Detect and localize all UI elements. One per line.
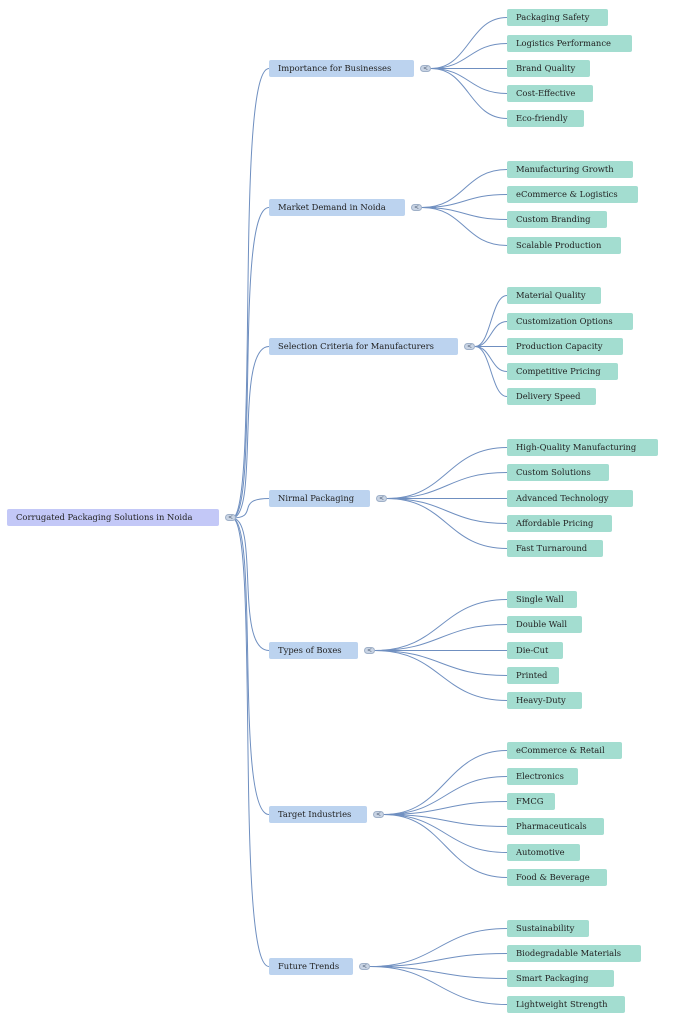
leaf-node-lightweight-strength[interactable]: Lightweight Strength <box>507 996 625 1013</box>
link-market-demand-in-noida-to-ecommerce-and-logistics <box>421 194 508 208</box>
link-importance-for-businesses-to-packaging-safety <box>430 17 508 69</box>
leaf-node-automotive[interactable]: Automotive <box>507 844 580 861</box>
link-types-of-boxes-to-double-wall <box>374 624 508 651</box>
link-selection-criteria-for-manufacturers-to-customization-options <box>474 321 508 347</box>
leaf-node-printed[interactable]: Printed <box>507 667 559 684</box>
leaf-node-customization-options[interactable]: Customization Options <box>507 313 633 330</box>
leaf-node-pharmaceuticals[interactable]: Pharmaceuticals <box>507 818 604 835</box>
collapse-toggle-target-industries[interactable]: < <box>373 811 384 818</box>
link-selection-criteria-for-manufacturers-to-material-quality <box>474 295 508 347</box>
leaf-node-eco-friendly[interactable]: Eco-friendly <box>507 110 584 127</box>
root-node[interactable]: Corrugated Packaging Solutions in Noida <box>7 509 219 526</box>
leaf-node-delivery-speed[interactable]: Delivery Speed <box>507 388 596 405</box>
link-target-industries-to-food-and-beverage <box>383 814 508 878</box>
leaf-node-ecommerce-and-logistics[interactable]: eCommerce & Logistics <box>507 186 638 203</box>
link-root-to-future-trends <box>231 517 270 967</box>
branch-node-future-trends[interactable]: Future Trends <box>269 958 353 975</box>
link-future-trends-to-lightweight-strength <box>369 966 508 1005</box>
leaf-node-custom-solutions[interactable]: Custom Solutions <box>507 464 609 481</box>
link-selection-criteria-for-manufacturers-to-competitive-pricing <box>474 346 508 372</box>
branch-node-nirmal-packaging[interactable]: Nirmal Packaging <box>269 490 370 507</box>
link-future-trends-to-sustainability <box>369 928 508 967</box>
collapse-toggle-nirmal-packaging[interactable]: < <box>376 495 387 502</box>
branch-node-market-demand-in-noida[interactable]: Market Demand in Noida <box>269 199 405 216</box>
link-nirmal-packaging-to-fast-turnaround <box>386 498 508 549</box>
link-target-industries-to-fmcg <box>383 801 508 815</box>
link-market-demand-in-noida-to-custom-branding <box>421 207 508 220</box>
link-future-trends-to-biodegradable-materials <box>369 953 508 967</box>
leaf-node-biodegradable-materials[interactable]: Biodegradable Materials <box>507 945 641 962</box>
leaf-node-cost-effective[interactable]: Cost-Effective <box>507 85 593 102</box>
leaf-node-fast-turnaround[interactable]: Fast Turnaround <box>507 540 603 557</box>
collapse-toggle-market-demand-in-noida[interactable]: < <box>411 204 422 211</box>
link-importance-for-businesses-to-cost-effective <box>430 68 508 94</box>
leaf-node-sustainability[interactable]: Sustainability <box>507 920 589 937</box>
link-nirmal-packaging-to-high-quality-manufacturing <box>386 447 508 499</box>
link-target-industries-to-electronics <box>383 776 508 815</box>
collapse-toggle-types-of-boxes[interactable]: < <box>364 647 375 654</box>
branch-node-types-of-boxes[interactable]: Types of Boxes <box>269 642 358 659</box>
leaf-node-logistics-performance[interactable]: Logistics Performance <box>507 35 632 52</box>
leaf-node-double-wall[interactable]: Double Wall <box>507 616 582 633</box>
leaf-node-smart-packaging[interactable]: Smart Packaging <box>507 970 614 987</box>
leaf-node-custom-branding[interactable]: Custom Branding <box>507 211 607 228</box>
link-root-to-importance-for-businesses <box>231 68 270 519</box>
branch-node-selection-criteria-for-manufacturers[interactable]: Selection Criteria for Manufacturers <box>269 338 458 355</box>
leaf-node-heavy-duty[interactable]: Heavy-Duty <box>507 692 582 709</box>
leaf-node-single-wall[interactable]: Single Wall <box>507 591 577 608</box>
leaf-node-fmcg[interactable]: FMCG <box>507 793 555 810</box>
link-root-to-selection-criteria-for-manufacturers <box>231 346 270 519</box>
leaf-node-electronics[interactable]: Electronics <box>507 768 578 785</box>
link-nirmal-packaging-to-affordable-pricing <box>386 498 508 524</box>
leaf-node-competitive-pricing[interactable]: Competitive Pricing <box>507 363 618 380</box>
link-target-industries-to-ecommerce-and-retail <box>383 750 508 815</box>
leaf-node-affordable-pricing[interactable]: Affordable Pricing <box>507 515 612 532</box>
link-nirmal-packaging-to-custom-solutions <box>386 472 508 499</box>
link-target-industries-to-pharmaceuticals <box>383 814 508 827</box>
leaf-node-material-quality[interactable]: Material Quality <box>507 287 601 304</box>
link-types-of-boxes-to-heavy-duty <box>374 650 508 701</box>
link-root-to-types-of-boxes <box>231 517 270 651</box>
branch-node-importance-for-businesses[interactable]: Importance for Businesses <box>269 60 414 77</box>
leaf-node-scalable-production[interactable]: Scalable Production <box>507 237 621 254</box>
link-target-industries-to-automotive <box>383 814 508 853</box>
leaf-node-die-cut[interactable]: Die-Cut <box>507 642 563 659</box>
link-root-to-market-demand-in-noida <box>231 207 270 519</box>
link-market-demand-in-noida-to-scalable-production <box>421 207 508 246</box>
link-root-to-nirmal-packaging <box>231 498 270 519</box>
leaf-node-brand-quality[interactable]: Brand Quality <box>507 60 590 77</box>
collapse-toggle-root[interactable]: < <box>225 514 236 521</box>
leaf-node-high-quality-manufacturing[interactable]: High-Quality Manufacturing <box>507 439 658 456</box>
leaf-node-ecommerce-and-retail[interactable]: eCommerce & Retail <box>507 742 622 759</box>
link-importance-for-businesses-to-eco-friendly <box>430 68 508 119</box>
branch-node-target-industries[interactable]: Target Industries <box>269 806 367 823</box>
collapse-toggle-future-trends[interactable]: < <box>359 963 370 970</box>
leaf-node-manufacturing-growth[interactable]: Manufacturing Growth <box>507 161 633 178</box>
link-types-of-boxes-to-single-wall <box>374 599 508 651</box>
link-future-trends-to-smart-packaging <box>369 966 508 979</box>
leaf-node-food-and-beverage[interactable]: Food & Beverage <box>507 869 607 886</box>
leaf-node-packaging-safety[interactable]: Packaging Safety <box>507 9 608 26</box>
leaf-node-advanced-technology[interactable]: Advanced Technology <box>507 490 633 507</box>
link-types-of-boxes-to-printed <box>374 650 508 676</box>
collapse-toggle-selection-criteria-for-manufacturers[interactable]: < <box>464 343 475 350</box>
collapse-toggle-importance-for-businesses[interactable]: < <box>420 65 431 72</box>
link-market-demand-in-noida-to-manufacturing-growth <box>421 169 508 208</box>
link-importance-for-businesses-to-logistics-performance <box>430 43 508 69</box>
link-selection-criteria-for-manufacturers-to-delivery-speed <box>474 346 508 397</box>
leaf-node-production-capacity[interactable]: Production Capacity <box>507 338 623 355</box>
link-root-to-target-industries <box>231 517 270 815</box>
